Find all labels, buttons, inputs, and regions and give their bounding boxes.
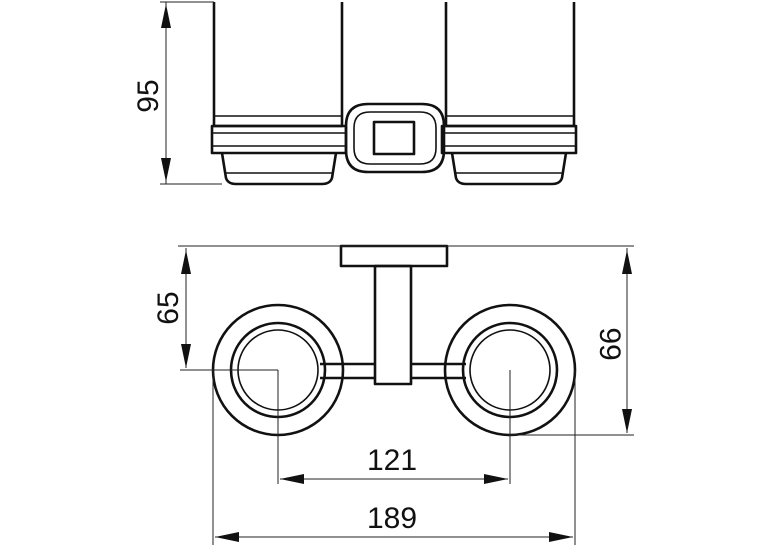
arrow-down <box>161 158 171 182</box>
connector-square <box>372 120 416 156</box>
dimension-label-189: 189 <box>367 502 417 535</box>
dimension-center-distance: 121 <box>280 444 508 484</box>
front-view: 95 <box>132 1 578 186</box>
center-arm <box>373 264 413 386</box>
dimension-total-width: 189 <box>215 502 573 542</box>
connector-inner <box>353 111 437 165</box>
wall-plate <box>339 244 449 268</box>
dimension-height-glass: 95 <box>132 1 222 185</box>
right-holder-ring <box>440 124 578 155</box>
arrow-up <box>161 4 171 28</box>
left-glass <box>210 2 348 186</box>
left-glass-base <box>220 152 338 186</box>
right-glass-base <box>450 152 568 186</box>
dimension-label-95: 95 <box>132 79 165 112</box>
right-glass <box>440 2 578 186</box>
front-connector <box>344 102 446 174</box>
right-glass-body <box>444 2 576 128</box>
dimension-label-65: 65 <box>152 291 185 324</box>
dimension-label-121: 121 <box>367 444 417 477</box>
dimension-depth-total: 99 <box>593 248 632 433</box>
dimension-depth-wall: 65 <box>152 248 191 368</box>
dimension-label-99: 99 <box>593 327 626 360</box>
top-view: 65 99 121 189 <box>152 244 634 545</box>
connector-outer <box>344 102 446 174</box>
left-glass-body <box>212 2 344 128</box>
left-holder-ring <box>210 124 348 155</box>
